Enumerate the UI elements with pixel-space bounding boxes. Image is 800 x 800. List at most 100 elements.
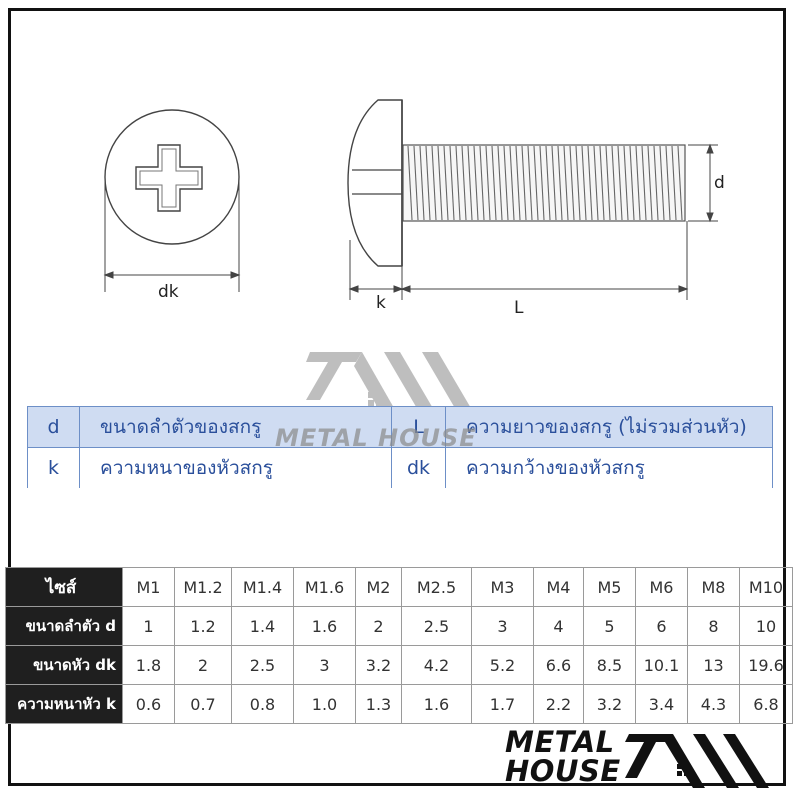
- size-cell: M1.2: [174, 567, 232, 607]
- screw-head-top-view: [104, 109, 240, 245]
- value-cell: 1.7: [471, 684, 534, 724]
- size-cell: M3: [471, 567, 534, 607]
- table-row: ขนาดลำตัว d 1 1.2 1.4 1.6 2 2.5 3 4 5 6 …: [5, 606, 793, 646]
- legend-description: ความหนาของหัวสกรู: [80, 448, 392, 488]
- d-label: d: [714, 173, 725, 193]
- value-cell: 3: [471, 606, 534, 646]
- thread-line: [557, 145, 563, 221]
- image-frame: [8, 8, 786, 786]
- thread-line: [569, 145, 575, 221]
- thread-line: [629, 145, 635, 221]
- value-cell: 10.1: [635, 645, 688, 685]
- thread-line: [479, 145, 485, 221]
- thread-line: [419, 145, 425, 221]
- value-cell: 6.6: [533, 645, 584, 685]
- table-row: ความหนาหัว k 0.6 0.7 0.8 1.0 1.3 1.6 1.7…: [5, 684, 793, 724]
- legend-row: k ความหนาของหัวสกรู dk ความกว้างของหัวสก…: [28, 448, 772, 488]
- thread-line: [407, 145, 413, 221]
- row-label: ความหนาหัว k: [5, 684, 123, 724]
- thread-line: [443, 145, 449, 221]
- legend-symbol: dk: [392, 448, 446, 488]
- screw-side-view: [347, 99, 686, 267]
- thread-line: [641, 145, 647, 221]
- thread-line: [473, 145, 479, 221]
- brand-line-1: METAL: [505, 725, 615, 759]
- value-cell: 1.6: [401, 684, 472, 724]
- screw-size-table: ไซส์ M1 M1.2 M1.4 M1.6 M2 M2.5 M3 M4 M5 …: [5, 567, 793, 724]
- legend-description: ขนาดลำตัวของสกรู: [80, 407, 392, 447]
- legend-description: ความยาวของสกรู (ไม่รวมส่วนหัว): [466, 416, 747, 438]
- value-cell: 3: [293, 645, 356, 685]
- thread-line: [551, 145, 557, 221]
- value-cell: 19.6: [739, 645, 793, 685]
- brand-wordmark: METAL HOUSE: [505, 728, 621, 786]
- value-cell: 1.4: [231, 606, 294, 646]
- legend-symbol: d: [28, 407, 80, 447]
- size-cell: M5: [583, 567, 636, 607]
- value-cell: 1.2: [174, 606, 232, 646]
- thread-line: [539, 145, 545, 221]
- size-cell: M2.5: [401, 567, 472, 607]
- brand-line-2: HOUSE: [505, 754, 621, 788]
- thread-line: [527, 145, 533, 221]
- thread-line: [431, 145, 437, 221]
- thread-line: [635, 145, 641, 221]
- size-cell: M10: [739, 567, 793, 607]
- thread-line: [455, 145, 461, 221]
- value-cell: 1.0: [293, 684, 356, 724]
- value-cell: 2.2: [533, 684, 584, 724]
- L-label: L: [514, 298, 524, 318]
- value-cell: 8: [687, 606, 740, 646]
- value-cell: 13: [687, 645, 740, 685]
- value-cell: 5: [583, 606, 636, 646]
- table-header-row: ไซส์ M1 M1.2 M1.4 M1.6 M2 M2.5 M3 M4 M5 …: [5, 567, 793, 607]
- thread-line: [671, 145, 677, 221]
- thread-line: [509, 145, 515, 221]
- size-cell: M6: [635, 567, 688, 607]
- value-cell: 2: [174, 645, 232, 685]
- thread-line: [521, 145, 527, 221]
- value-cell: 8.5: [583, 645, 636, 685]
- size-cell: M1.4: [231, 567, 294, 607]
- watermark-text: METAL HOUSE: [275, 424, 477, 452]
- thread-line: [665, 145, 671, 221]
- size-cell: M1.6: [293, 567, 356, 607]
- thread-line: [449, 145, 455, 221]
- thread-line: [485, 145, 491, 221]
- size-header: ไซส์: [5, 567, 123, 607]
- thread-line: [503, 145, 509, 221]
- thread-line: [605, 145, 611, 221]
- brand-logo-icon: [625, 734, 769, 788]
- thread-line: [677, 145, 683, 221]
- thread-line: [437, 145, 443, 221]
- size-cell: M1: [122, 567, 175, 607]
- value-cell: 2.5: [401, 606, 472, 646]
- value-cell: 3.4: [635, 684, 688, 724]
- value-cell: 10: [739, 606, 793, 646]
- value-cell: 4.2: [401, 645, 472, 685]
- dimension-legend: d ขนาดลำตัวของสกรู L ความยาวของสกรู (ไม่…: [27, 406, 773, 488]
- thread-line: [575, 145, 581, 221]
- size-cell: M2: [355, 567, 402, 607]
- k-L-dimension-line: [348, 221, 689, 300]
- value-cell: 6: [635, 606, 688, 646]
- legend-symbol: L: [392, 407, 446, 447]
- thread-line: [593, 145, 599, 221]
- thread-line: [533, 145, 539, 221]
- d-dimension-line: [688, 143, 718, 223]
- legend-description: ความกว้างของหัวสกรู: [466, 457, 645, 479]
- thread-line: [647, 145, 653, 221]
- value-cell: 5.2: [471, 645, 534, 685]
- dk-label: dk: [158, 282, 179, 302]
- thread-line: [461, 145, 467, 221]
- value-cell: 0.6: [122, 684, 175, 724]
- thread-line: [563, 145, 569, 221]
- value-cell: 0.8: [231, 684, 294, 724]
- value-cell: 1.6: [293, 606, 356, 646]
- thread-line: [611, 145, 617, 221]
- row-label: ขนาดลำตัว d: [5, 606, 123, 646]
- value-cell: 6.8: [739, 684, 793, 724]
- thread-line: [467, 145, 473, 221]
- thread-line: [413, 145, 419, 221]
- k-label: k: [376, 293, 386, 313]
